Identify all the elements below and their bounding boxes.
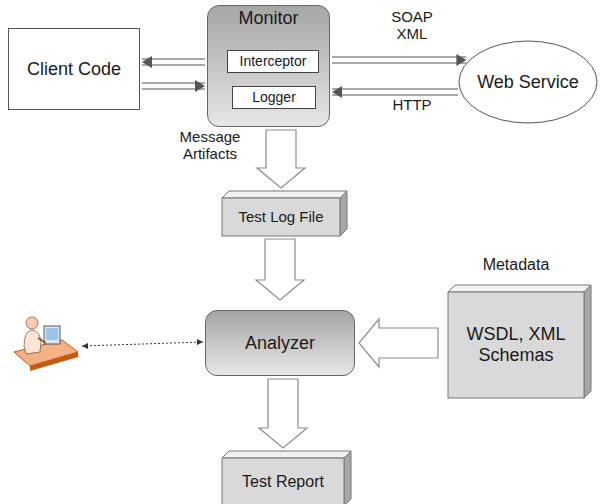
node-label: Interceptor [240, 53, 307, 69]
heading-label: Metadata [448, 256, 584, 274]
node-label: Monitor [238, 8, 298, 29]
monitor-box: MonitorInterceptorLogger [207, 5, 330, 127]
block-arrow [256, 239, 304, 300]
service-ellipse: Web Service [458, 40, 598, 124]
message-arrow [142, 56, 205, 68]
node-label: WSDL, XML Schemas [448, 324, 584, 365]
node-label: Analyzer [245, 333, 315, 354]
block-arrow [259, 379, 307, 448]
user-icon [14, 317, 78, 371]
client-box: Client Code [8, 28, 140, 110]
analyzer-box: Analyzer [205, 310, 355, 376]
node-label: Web Service [477, 72, 579, 93]
block-arrow [359, 319, 438, 367]
message-arrow [142, 80, 205, 92]
log-file-box: Test Log File [222, 198, 340, 236]
metadata-box: MetadataWSDL, XML Schemas [448, 292, 584, 398]
edge-label: Message Artifacts [168, 128, 252, 163]
node-label: Test Log File [238, 208, 323, 225]
node-label: Test Report [242, 473, 324, 491]
edge-label: HTTP [383, 96, 441, 113]
node-label: Logger [252, 89, 296, 105]
user-link-head [82, 339, 203, 349]
logger-box: Logger [232, 86, 316, 109]
message-arrow [332, 54, 466, 66]
node-label: Client Code [27, 59, 121, 80]
edge-label: SOAP XML [385, 8, 439, 43]
user-link [82, 342, 203, 346]
report-box: Test Report [222, 458, 344, 504]
interceptor-box: Interceptor [227, 50, 319, 73]
block-arrow [257, 130, 305, 188]
